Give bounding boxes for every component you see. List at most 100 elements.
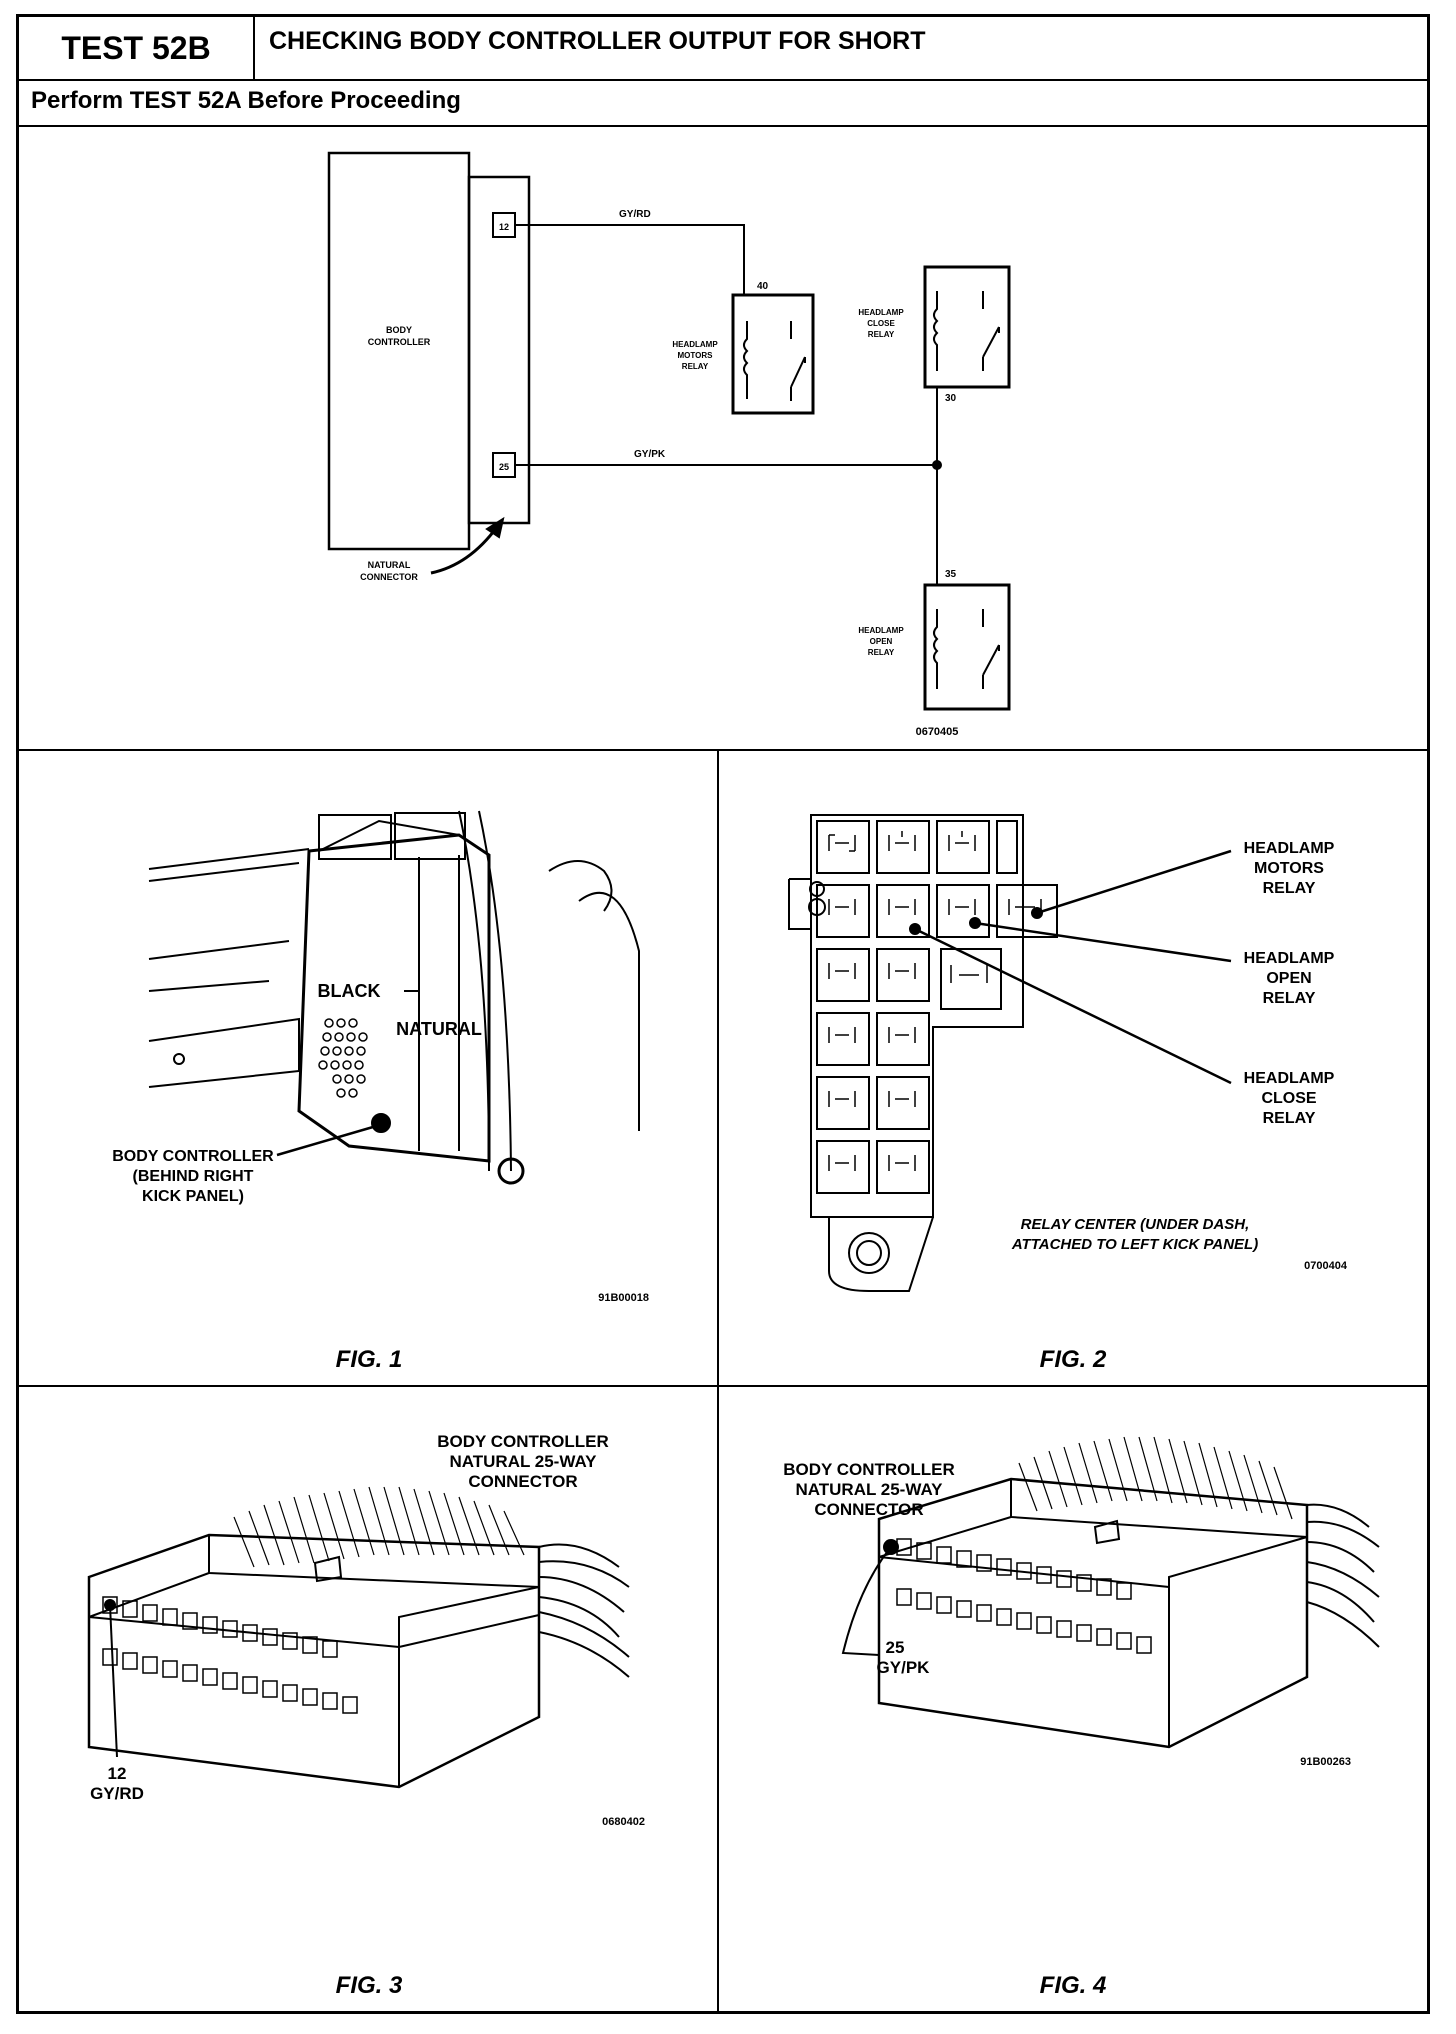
fig3-pin-leader [109, 1604, 118, 1758]
relay-r2c3 [936, 884, 990, 938]
fig2-motors-3: RELAY [1263, 880, 1316, 897]
prerequisite-text: Perform TEST 52A Before Proceeding [31, 87, 461, 114]
fig1-panel: BLACK NATURAL BODY CONTROLLER (BEHIND RI… [19, 751, 719, 1387]
fig4-connector-drawing [877, 1436, 1380, 1749]
fig2-open-3: RELAY [1263, 990, 1316, 1007]
close-relay-pin: 30 [945, 393, 957, 404]
motors-relay-pin: 40 [757, 281, 769, 292]
relay-r3c2 [876, 948, 930, 1002]
relay-r2c1 [816, 884, 870, 938]
fig2-panel: HEADLAMP MOTORS RELAY HEADLAMP OPEN RELA… [719, 751, 1427, 1387]
fig1-callout-leader [276, 1125, 374, 1157]
relay-center-drawing [788, 814, 1058, 1292]
fig1-callout-2: (BEHIND RIGHT [133, 1168, 254, 1185]
natural-connector-arrow [430, 526, 499, 575]
fig4-wire: GY/PK [877, 1658, 931, 1677]
relay-r5c1 [816, 1076, 870, 1130]
prerequisite-row: Perform TEST 52A Before Proceeding [19, 79, 1427, 127]
fig4-label: FIG. 4 [1040, 1972, 1107, 1999]
motors-relay-box [731, 293, 815, 415]
close-relay-label-2: CLOSE [867, 319, 895, 328]
motors-relay-coil [743, 321, 749, 399]
wire-gy-pk-label: GY/PK [634, 449, 666, 460]
fig3-code: 0680402 [602, 1816, 645, 1828]
fig2-open-1: HEADLAMP [1244, 950, 1335, 967]
motors-relay-label-3: RELAY [682, 362, 709, 371]
motors-relay-contacts [790, 321, 806, 401]
motors-relay-label-1: HEADLAMP [672, 340, 718, 349]
fig2-motors-1: HEADLAMP [1244, 840, 1335, 857]
close-relay-contacts [982, 291, 1000, 371]
fig4-code: 91B00263 [1300, 1756, 1351, 1768]
fig1-black-label: BLACK [318, 981, 381, 1001]
pin-12-label: 12 [499, 222, 509, 232]
natural-connector-label-1: NATURAL [368, 560, 411, 570]
fig2-close-2: CLOSE [1261, 1090, 1316, 1107]
fig3-title-2: NATURAL 25-WAY [449, 1452, 597, 1471]
fig2-close-1: HEADLAMP [1244, 1070, 1335, 1087]
motors-relay-label-2: MOTORS [678, 351, 714, 360]
fig1-callout-3: KICK PANEL) [142, 1188, 244, 1205]
header: TEST 52B CHECKING BODY CONTROLLER OUTPUT… [19, 17, 1427, 81]
natural-connector-arrowhead [485, 516, 505, 539]
fig3-title-1: BODY CONTROLLER [437, 1432, 609, 1451]
relay-r6c2 [876, 1140, 930, 1194]
wire-gy-rd-label: GY/RD [619, 209, 651, 220]
fig1-code: 91B00018 [598, 1292, 649, 1304]
relay-r2c4 [996, 884, 1058, 938]
natural-connector-label-2: CONNECTOR [360, 572, 418, 582]
relay-r1c4 [996, 820, 1018, 874]
open-relay-pin: 35 [945, 569, 957, 580]
fig2-label: FIG. 2 [1040, 1346, 1107, 1373]
open-relay-leader [974, 921, 1232, 963]
relay-r1c1 [816, 820, 870, 874]
body-controller-box [327, 151, 471, 551]
fig3-pin: 12 [108, 1764, 127, 1783]
fig2-open-2: OPEN [1266, 970, 1311, 987]
fig3-label: FIG. 3 [336, 1972, 403, 1999]
relay-r4c2 [876, 1012, 930, 1066]
relay-r2c2 [876, 884, 930, 938]
fig3-connector-drawing [87, 1486, 630, 1789]
body-controller-label-1: BODY [386, 325, 412, 335]
wire-gy-rd [515, 224, 745, 295]
wiring-schematic: BODY CONTROLLER 12 25 GY/RD GY/PK NATURA… [19, 125, 1427, 751]
test-title: CHECKING BODY CONTROLLER OUTPUT FOR SHOR… [269, 27, 926, 55]
splice-dot [932, 460, 942, 470]
fig2-caption-2: ATTACHED TO LEFT KICK PANEL) [1011, 1236, 1258, 1253]
relay-r6c1 [816, 1140, 870, 1194]
open-relay-coil [933, 609, 939, 689]
relay-r5c2 [876, 1076, 930, 1130]
fig1-label: FIG. 1 [336, 1346, 403, 1373]
fig4-panel: 25 GY/PK BODY CONTROLLER NATURAL 25-WAY … [719, 1387, 1427, 2011]
close-relay-label-3: RELAY [868, 330, 895, 339]
fig2-close-3: RELAY [1263, 1110, 1316, 1127]
fig3-panel: 12 GY/RD BODY CONTROLLER NATURAL 25-WAY … [19, 1387, 719, 2011]
pin-25-label: 25 [499, 462, 509, 472]
fig3-wire: GY/RD [90, 1784, 144, 1803]
relay-r3c1 [816, 948, 870, 1002]
motors-relay-leader [1036, 849, 1232, 915]
close-relay-leader [914, 927, 1232, 1085]
fig4-title-3: CONNECTOR [814, 1500, 923, 1519]
fig2-motors-2: MOTORS [1254, 860, 1324, 877]
relay-r4c1 [816, 1012, 870, 1066]
relay-r1c2 [876, 820, 930, 874]
open-relay-box [923, 583, 1011, 711]
open-relay-label-2: OPEN [870, 637, 893, 646]
test-id: TEST 52B [19, 17, 255, 79]
fig4-title-2: NATURAL 25-WAY [795, 1480, 943, 1499]
fig1-natural-label: NATURAL [396, 1019, 482, 1039]
relay-r3c3 [940, 948, 1002, 1010]
open-relay-label-3: RELAY [868, 648, 895, 657]
close-relay-label-1: HEADLAMP [858, 308, 904, 317]
schematic-code: 0670405 [916, 726, 959, 738]
body-controller-label-2: CONTROLLER [368, 337, 431, 347]
dash-panel-drawing [148, 810, 640, 1172]
body-controller-drawing [297, 812, 525, 1185]
fig2-caption-1: RELAY CENTER (UNDER DASH, [1021, 1216, 1250, 1233]
fig3-title-3: CONNECTOR [468, 1472, 577, 1491]
fig4-title-1: BODY CONTROLLER [783, 1460, 955, 1479]
fig4-pin: 25 [886, 1638, 905, 1657]
test-sheet: TEST 52B CHECKING BODY CONTROLLER OUTPUT… [16, 14, 1430, 2014]
